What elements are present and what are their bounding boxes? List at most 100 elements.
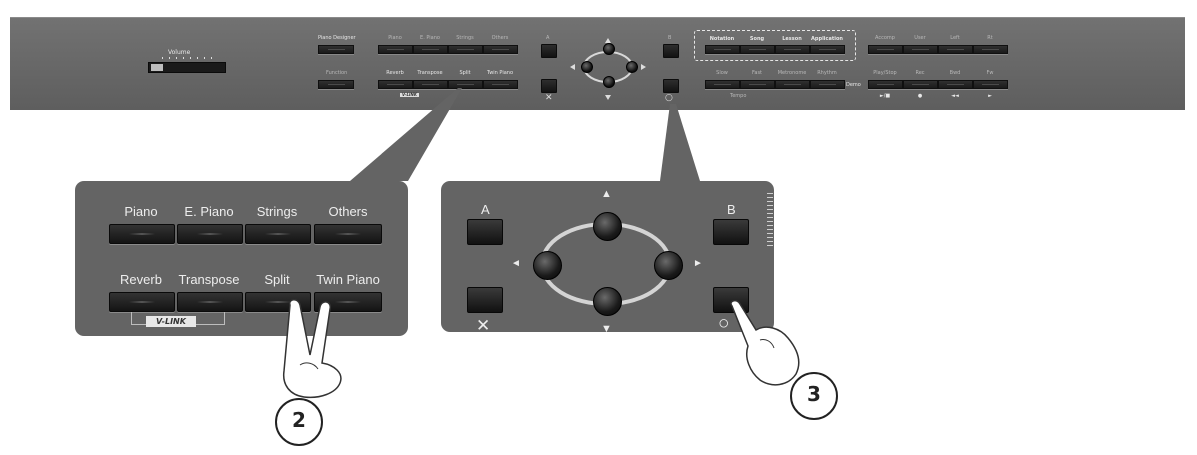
strip-a-label: A [546, 35, 550, 41]
dpad-down-arrow: ▼ [601, 323, 612, 335]
demo-label: Demo [846, 82, 861, 88]
rec-icon: ● [917, 93, 923, 99]
strip-tone-label-strings: Strings [456, 35, 474, 41]
strip-x-button[interactable] [541, 79, 557, 93]
zoom-transpose-label: Transpose [178, 272, 240, 287]
zoom-x-mark: ✕ [476, 316, 491, 335]
step-number-2: 2 [292, 408, 306, 432]
zoom-o-mark: ○ [718, 313, 730, 334]
strip-others-button[interactable] [483, 45, 518, 54]
left-button[interactable] [938, 45, 973, 54]
zoom-twin-piano-label: Twin Piano [316, 272, 380, 287]
strip-reverb-label: Reverb [386, 70, 404, 76]
dpad-left-arrow: ◄ [511, 258, 521, 269]
strip-dpad-down[interactable] [603, 76, 615, 88]
callout-circle-step-3 [790, 372, 838, 420]
piano-designer-label: Piano Designer [318, 35, 356, 41]
fw-button[interactable] [973, 80, 1008, 89]
song-button[interactable] [740, 45, 775, 54]
step-number-3: 3 [807, 382, 821, 406]
strip-tone-label-others: Others [491, 35, 509, 41]
play-stop-button[interactable] [868, 80, 903, 89]
strip-split-button[interactable] [448, 80, 483, 89]
bwd-icon: ◄◄ [951, 93, 959, 99]
fast-label: Fast [751, 70, 763, 76]
metronome-label: Metronome [777, 70, 807, 76]
zoom-split-label: Split [264, 272, 290, 287]
dpad-up-button[interactable] [593, 212, 622, 241]
user-label: User [914, 35, 926, 41]
strip-tone-label-epiano: E. Piano [420, 35, 440, 41]
strip-dpad-right[interactable] [626, 61, 638, 73]
volume-slider-knob[interactable] [151, 64, 163, 71]
strip-a-button[interactable] [541, 44, 557, 58]
strip-epiano-button[interactable] [413, 45, 448, 54]
volume-scale-dots [162, 57, 212, 59]
notation-button[interactable] [705, 45, 740, 54]
zoom-transpose-button[interactable] [177, 292, 243, 312]
slow-button[interactable] [705, 80, 740, 89]
strip-dpad-left[interactable] [581, 61, 593, 73]
zoom-strings-button[interactable] [245, 224, 311, 244]
zoom-strings-label: Strings [256, 204, 298, 219]
application-button[interactable] [810, 45, 845, 54]
strip-b-label: B [668, 35, 672, 41]
dpad-up-arrow: ▲ [601, 188, 612, 200]
fw-label: Fw [986, 70, 994, 76]
strip-b-button[interactable] [663, 44, 679, 58]
panel-edge-ridges [767, 193, 773, 249]
zoom-reverb-label: Reverb [120, 272, 162, 287]
zoom-reverb-button[interactable] [109, 292, 175, 312]
application-label: Application [811, 36, 843, 42]
zoom-epiano-button[interactable] [177, 224, 243, 244]
volume-slider[interactable] [148, 62, 226, 73]
strip-transpose-button[interactable] [413, 80, 448, 89]
zoom-a-button[interactable] [467, 219, 503, 245]
zoom-b-button[interactable] [713, 219, 749, 245]
fw-icon: ► [988, 93, 992, 99]
left-label: Left [950, 35, 960, 41]
user-button[interactable] [903, 45, 938, 54]
strip-piano-button[interactable] [378, 45, 413, 54]
dpad-down-button[interactable] [593, 287, 622, 316]
rt-button[interactable] [973, 45, 1008, 54]
strip-vlink-badge: V-LINK [400, 92, 419, 97]
strip-twin-piano-button[interactable] [483, 80, 518, 89]
fast-button[interactable] [740, 80, 775, 89]
strip-o-mark: ○ [665, 93, 673, 103]
metronome-button[interactable] [775, 80, 810, 89]
rt-label: Rt [987, 35, 993, 41]
strip-transpose-label: Transpose [417, 70, 443, 76]
rec-label: Rec [915, 70, 925, 76]
strip-reverb-button[interactable] [378, 80, 413, 89]
zoom-b-label: B [727, 202, 736, 217]
two-finger-hand-icon [282, 299, 342, 399]
lesson-label: Lesson [782, 36, 802, 42]
dpad-right-button[interactable] [654, 251, 683, 280]
rhythm-label: Rhythm [817, 70, 837, 76]
piano-designer-button[interactable] [318, 45, 354, 54]
strip-tone-label-piano: Piano [388, 35, 402, 41]
dpad-right-arrow: ► [693, 258, 703, 269]
tempo-label: Tempo [730, 93, 747, 99]
strip-twin-piano-label: Twin Piano [486, 70, 514, 76]
zoom-others-button[interactable] [314, 224, 382, 244]
dpad-left-button[interactable] [533, 251, 562, 280]
accomp-button[interactable] [868, 45, 903, 54]
zoom-piano-label: Piano [124, 204, 158, 219]
zoom-piano-button[interactable] [109, 224, 175, 244]
function-button[interactable] [318, 80, 354, 89]
zoom-others-label: Others [328, 204, 368, 219]
bwd-button[interactable] [938, 80, 973, 89]
zoom-x-button[interactable] [467, 287, 503, 313]
accomp-label: Accomp [875, 35, 895, 41]
lesson-button[interactable] [775, 45, 810, 54]
zoom-epiano-label: E. Piano [184, 204, 234, 219]
strip-o-button[interactable] [663, 79, 679, 93]
rhythm-button[interactable] [810, 80, 845, 89]
strip-dpad-up[interactable] [603, 43, 615, 55]
strip-strings-button[interactable] [448, 45, 483, 54]
rec-button[interactable] [903, 80, 938, 89]
pointing-hand-icon [730, 300, 800, 386]
